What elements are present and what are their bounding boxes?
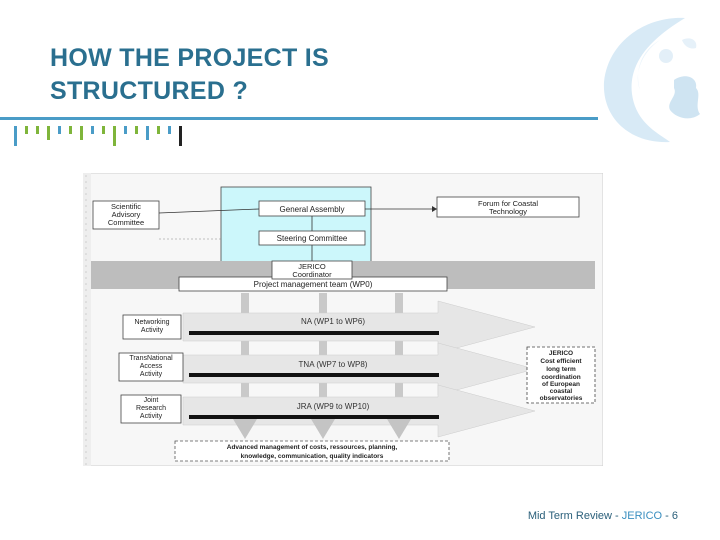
tick — [91, 126, 94, 134]
tick — [124, 126, 127, 134]
steering-committee-label: Steering Committee — [277, 234, 348, 243]
tick — [25, 126, 28, 134]
tna-label: TNA (WP7 to WP8) — [299, 360, 368, 369]
na-label: NA (WP1 to WP6) — [301, 317, 365, 326]
tna-line-2: Access — [140, 363, 163, 370]
forum-box — [436, 196, 580, 218]
tna-line-1: TransNational — [129, 355, 173, 362]
title-line-1: HOW THE PROJECT IS — [50, 44, 330, 72]
pmt-label: Project management team (WP0) — [254, 280, 373, 289]
jra-band-line — [189, 415, 439, 419]
scientific-committee-line-3: Committee — [108, 218, 144, 227]
advanced-management-line-2: knowledge, communication, quality indica… — [241, 453, 384, 460]
tick — [47, 126, 50, 140]
title-line-2: STRUCTURED ? — [50, 77, 249, 105]
tick — [157, 126, 160, 134]
advanced-management-line-1: Advanced management of costs, ressources… — [227, 444, 398, 451]
steering-committee-box — [258, 230, 366, 246]
footer-brand: JERICO — [621, 510, 663, 522]
networking-line-2: Activity — [141, 327, 164, 334]
tna-activity-box — [118, 352, 184, 382]
outcome-line-5: of European — [542, 381, 580, 388]
scientific-committee-box — [92, 200, 160, 230]
jra-line-3: Activity — [140, 413, 163, 420]
forum-line-2: Technology — [489, 207, 527, 216]
jra-line-1: Joint — [144, 397, 159, 404]
advanced-management-box — [174, 440, 450, 462]
down-arrow — [311, 419, 335, 439]
project-structure-diagram: Project management team (WP0) Scientific… — [83, 173, 603, 466]
outcome-line-2: Cost efficient — [540, 358, 582, 365]
slide-title: HOW THE PROJECT IS STRUCTURED ? — [50, 42, 329, 108]
na-band-line — [189, 331, 439, 335]
coordinator-box — [271, 260, 353, 280]
footer-text: Mid Term Review - — [527, 510, 622, 522]
arrowhead — [432, 206, 437, 212]
outcome-line-1: JERICO — [549, 350, 573, 357]
outcome-line-3: long term — [546, 366, 576, 373]
jra-arrow — [182, 384, 536, 438]
outcome-line-7: observatories — [540, 395, 583, 402]
tick — [102, 126, 105, 134]
coordinator-line-2: Coordinator — [292, 270, 332, 279]
decorative-ticks — [14, 126, 182, 146]
scientific-committee-line-1: Scientific — [111, 202, 141, 211]
left-margin-band — [83, 173, 91, 466]
slide-footer: Mid Term Review - JERICO - 6 — [528, 510, 678, 522]
footer-page-number: - 6 — [662, 510, 678, 522]
title-underline — [0, 117, 598, 120]
outcome-line-6: coastal — [550, 388, 573, 395]
tick — [179, 126, 182, 146]
governance-region — [220, 186, 372, 272]
tna-band-line — [189, 373, 439, 377]
forum-line-1: Forum for Coastal — [478, 199, 538, 208]
tick — [135, 126, 138, 134]
tick — [14, 126, 17, 146]
networking-line-1: Networking — [134, 319, 169, 326]
tick — [36, 126, 39, 134]
outcome-box — [526, 346, 596, 404]
outcome-line-4: coordination — [541, 374, 580, 381]
tick — [113, 126, 116, 146]
tna-line-3: Activity — [140, 371, 163, 378]
scientific-committee-line-2: Advisory — [112, 210, 141, 219]
jra-activity-box — [120, 394, 182, 424]
networking-activity-box — [122, 314, 182, 340]
connector-sac-ga — [158, 208, 260, 214]
na-arrow — [182, 300, 536, 354]
jerico-logo-icon — [603, 17, 700, 143]
coordinator-line-1: JERICO — [298, 262, 326, 271]
general-assembly-label: General Assembly — [280, 205, 345, 214]
tick — [146, 126, 149, 140]
tick — [80, 126, 83, 140]
down-arrow — [387, 419, 411, 439]
tick — [58, 126, 61, 134]
tick — [168, 126, 171, 134]
jra-line-2: Research — [136, 405, 166, 412]
tick — [69, 126, 72, 134]
tna-arrow — [182, 342, 536, 396]
jra-label: JRA (WP9 to WP10) — [297, 402, 370, 411]
down-arrow — [233, 419, 257, 439]
